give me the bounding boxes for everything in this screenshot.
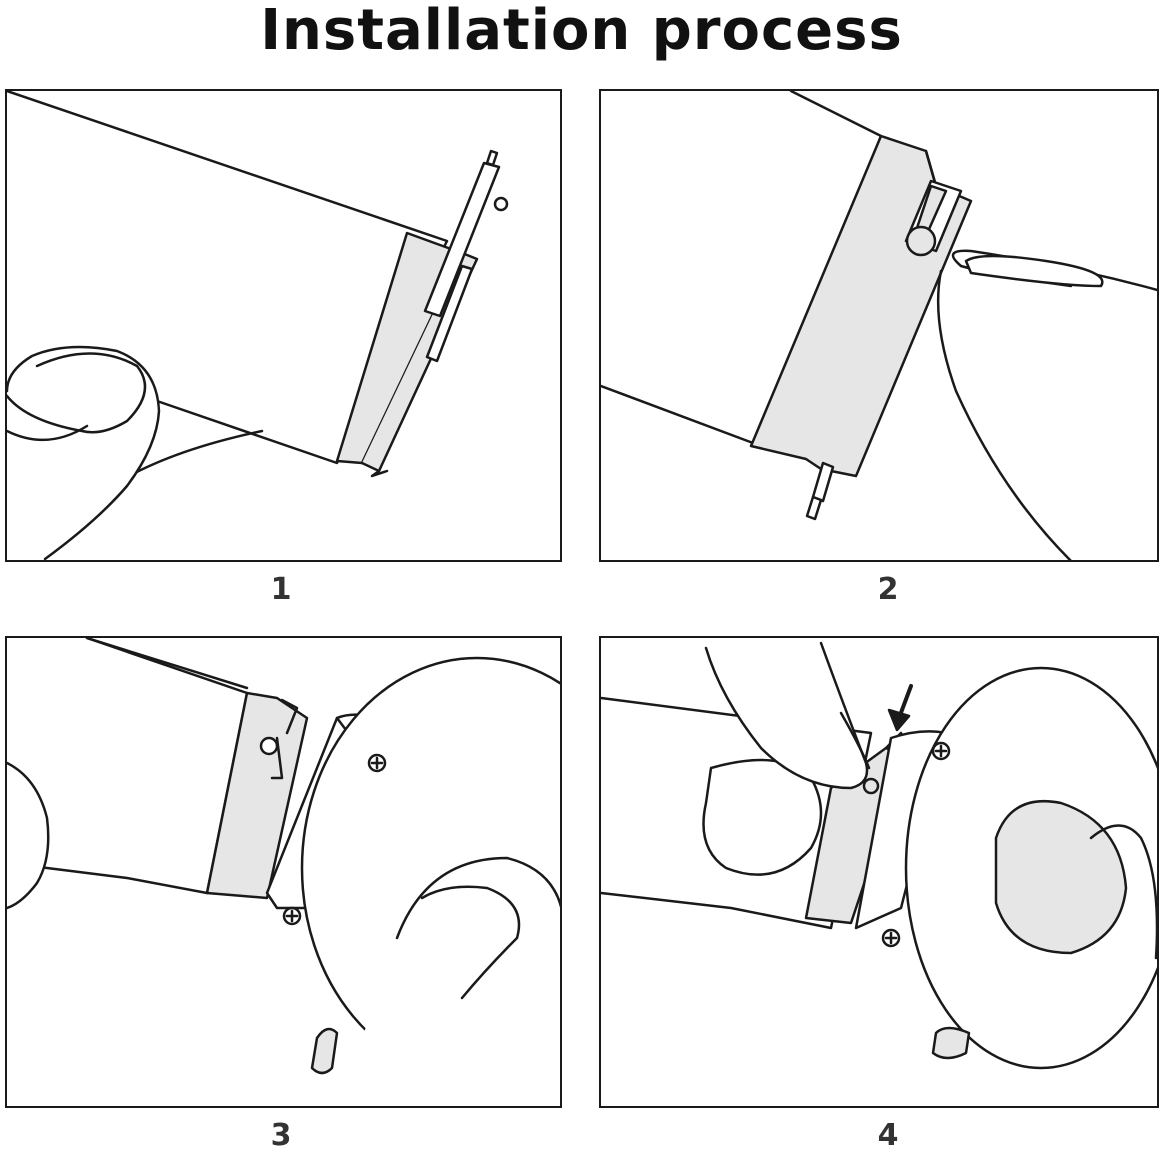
- spring-bar-knob: [905, 225, 937, 257]
- step-number: 3: [270, 1118, 292, 1153]
- spring-bar-knob: [493, 196, 509, 212]
- fingernail: [964, 254, 1104, 288]
- watch-crown: [931, 1026, 971, 1060]
- screw-icon: [931, 741, 951, 761]
- hand-outline: [7, 345, 161, 560]
- screw-icon: [282, 906, 302, 926]
- finger-outline: [704, 641, 869, 790]
- step-number: 2: [877, 572, 899, 607]
- watch-dial: [994, 799, 1128, 955]
- step-4-illustration: [599, 636, 1159, 1108]
- spring-bar-knob: [259, 736, 279, 756]
- screw-icon: [881, 928, 901, 948]
- screw-icon: [367, 753, 387, 773]
- hand-outline: [7, 761, 50, 910]
- page-title: Installation process: [260, 0, 903, 63]
- watch-crown: [310, 1027, 339, 1075]
- spring-bar-pin: [811, 461, 835, 503]
- step-2-illustration: [599, 89, 1159, 562]
- step-3-illustration: [5, 636, 562, 1108]
- step-1-illustration: [5, 89, 562, 562]
- step-number: 1: [270, 572, 292, 607]
- strap-end-plate: [205, 691, 309, 900]
- watch-bezel: [338, 856, 560, 1106]
- spring-bar-knob: [862, 777, 880, 795]
- push-arrow-icon: [887, 684, 913, 732]
- step-number: 4: [877, 1118, 899, 1153]
- thumbnail: [7, 352, 147, 434]
